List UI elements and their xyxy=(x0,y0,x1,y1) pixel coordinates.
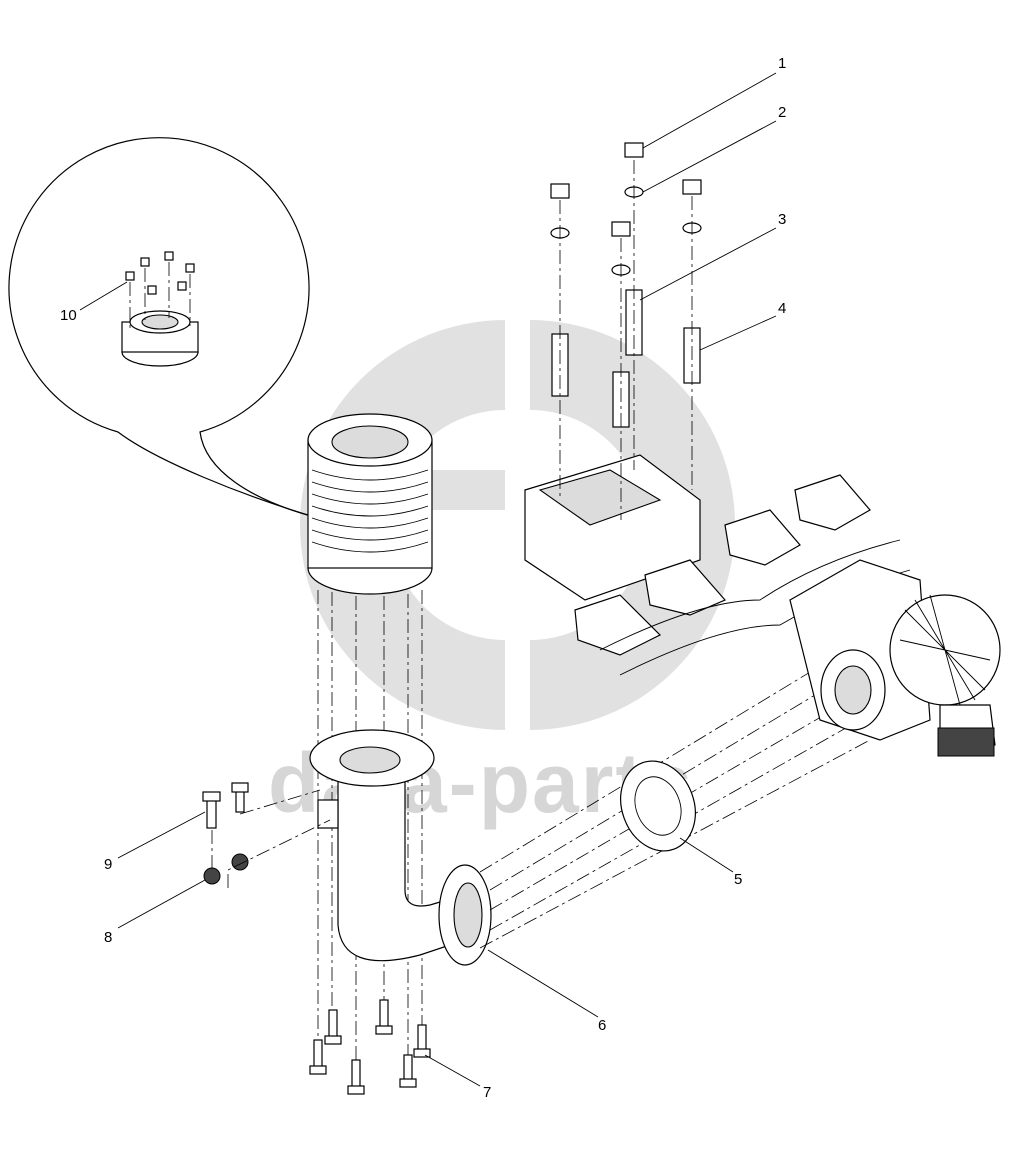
bracket-fasteners xyxy=(202,782,331,888)
fasteners-top xyxy=(550,142,702,520)
exhaust-manifold xyxy=(524,454,911,676)
turbocharger xyxy=(789,559,1001,757)
bolts-bottom xyxy=(309,999,431,1095)
bellows-compensator xyxy=(307,413,433,595)
callout-1: 1 xyxy=(778,55,786,72)
elbow-pipe xyxy=(309,729,492,966)
callout-5: 5 xyxy=(734,871,742,888)
callout-9: 9 xyxy=(104,856,112,873)
callout-7: 7 xyxy=(483,1084,491,1101)
leader-lines xyxy=(79,72,777,1087)
callout-8: 8 xyxy=(104,929,112,946)
callout-4: 4 xyxy=(778,300,786,317)
callout-2: 2 xyxy=(778,104,786,121)
gasket xyxy=(620,760,696,852)
callout-10: 10 xyxy=(60,307,77,324)
callout-6: 6 xyxy=(598,1017,606,1034)
detail-inset xyxy=(8,137,319,519)
callout-3: 3 xyxy=(778,211,786,228)
